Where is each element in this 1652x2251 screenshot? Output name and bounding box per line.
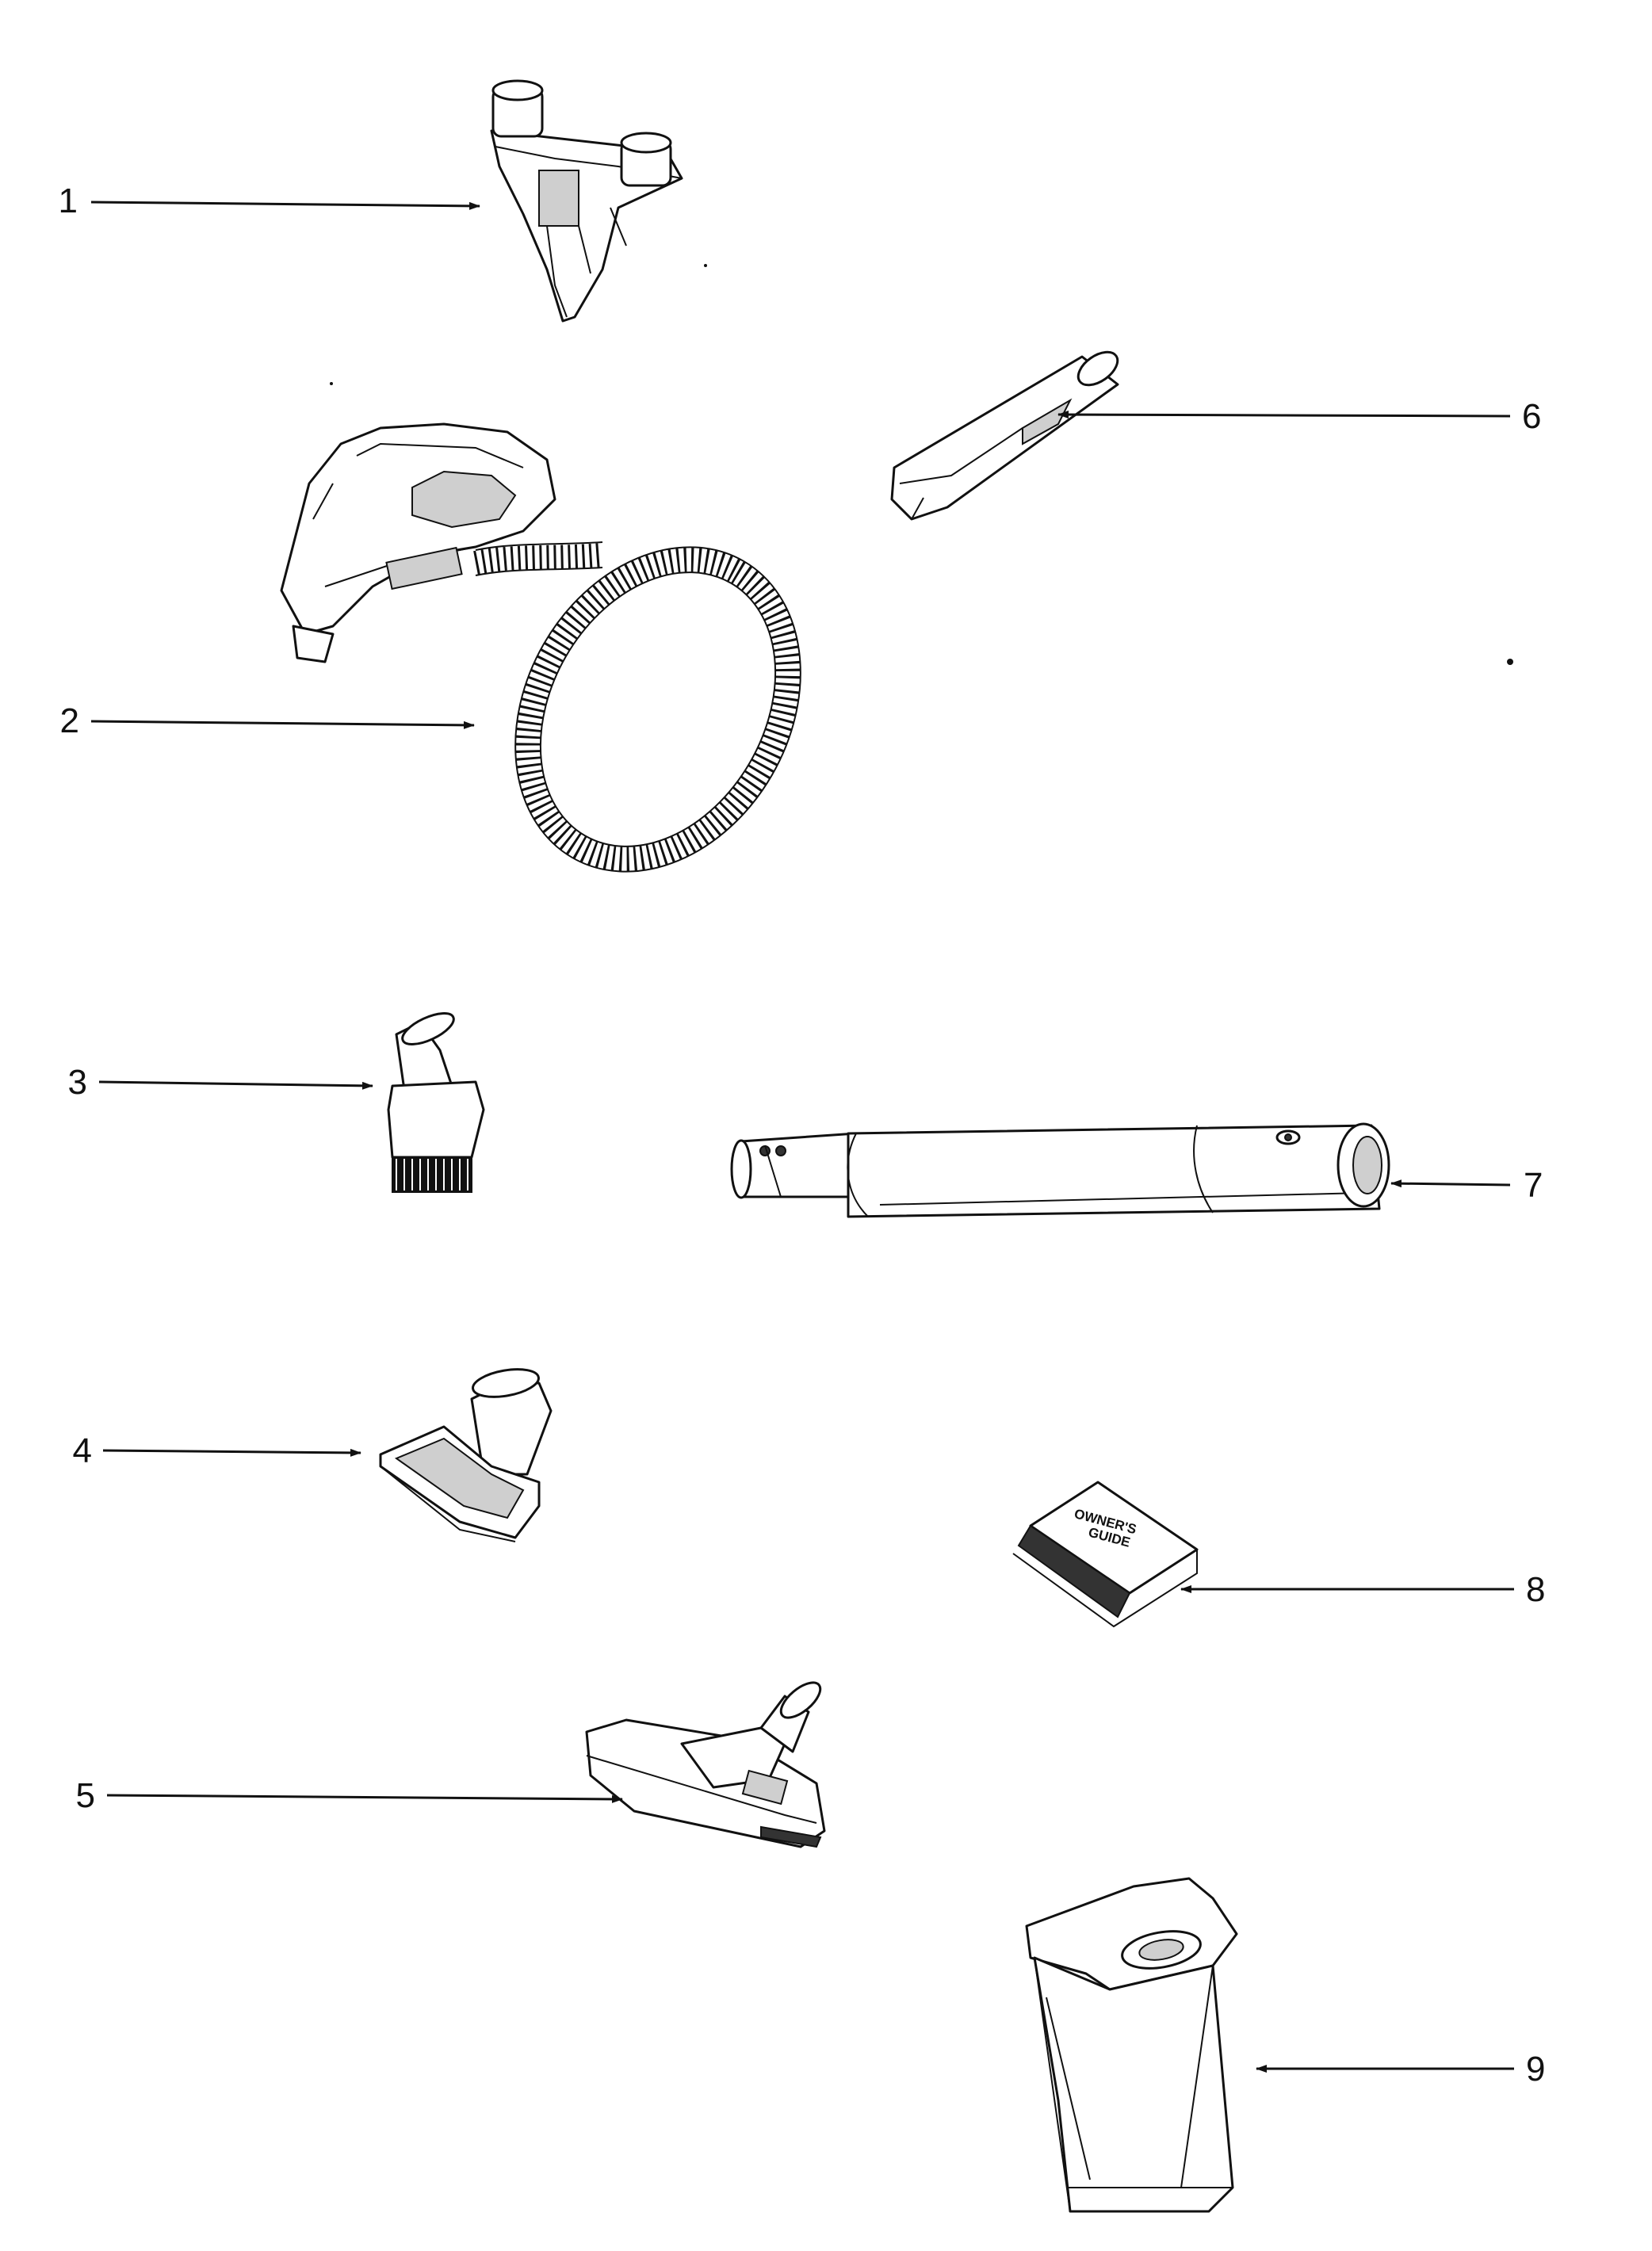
callout-3: 3 <box>68 1063 87 1102</box>
leader-3 <box>98 1080 373 1090</box>
part-1-bracket <box>490 79 683 323</box>
part-7-extension-wand <box>730 1122 1390 1218</box>
part-8-owners-guide: OWNER'S GUIDE <box>1012 1481 1199 1628</box>
callout-5: 5 <box>76 1776 95 1815</box>
callout-leaders <box>90 201 1514 2073</box>
scan-specks <box>330 264 1513 665</box>
leader-5 <box>106 1794 623 1803</box>
callout-8: 8 <box>1526 1570 1545 1609</box>
callout-2: 2 <box>60 701 79 740</box>
part-5-floor-brush <box>585 1681 826 1848</box>
part-3-dusting-brush <box>387 1012 485 1193</box>
callout-4: 4 <box>73 1431 92 1470</box>
callout-9: 9 <box>1526 2050 1545 2089</box>
leader-6 <box>1057 411 1511 419</box>
callout-numbers: 1 2 3 4 5 6 7 8 9 <box>59 182 1546 2089</box>
part-2-hose <box>280 422 801 873</box>
leader-4 <box>102 1448 361 1457</box>
callout-6: 6 <box>1522 397 1541 436</box>
part-9-dust-bag <box>1025 1877 1238 2213</box>
part-4-upholstery-tool <box>379 1368 553 1542</box>
leader-1 <box>90 201 480 210</box>
callout-1: 1 <box>59 182 78 220</box>
part-6-crevice-tool <box>890 350 1119 521</box>
leader-7 <box>1390 1179 1511 1188</box>
callout-7: 7 <box>1524 1166 1543 1205</box>
leader-2 <box>90 720 475 729</box>
